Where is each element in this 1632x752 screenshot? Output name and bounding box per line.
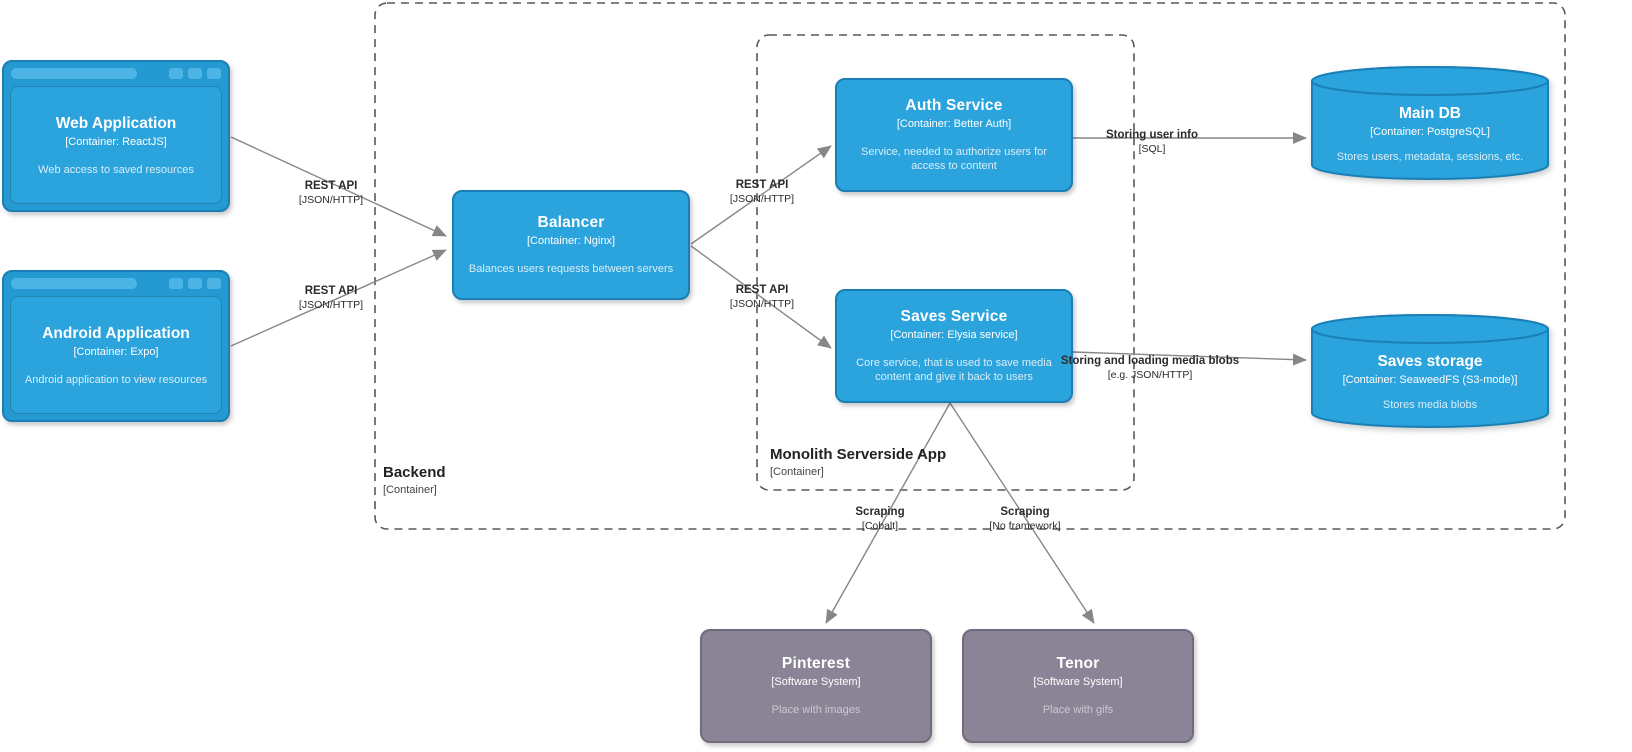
node-description: Stores users, metadata, sessions, etc.: [1336, 151, 1524, 163]
node-title: Main DB: [1399, 105, 1461, 122]
node-type: [Software System]: [771, 675, 861, 688]
edge-balancer-to-auth: [690, 145, 832, 245]
tenor-node[interactable]: Tenor [Software System] Place with gifs: [962, 629, 1194, 743]
node-title: Auth Service: [905, 96, 1003, 114]
node-description: Place with gifs: [1042, 703, 1114, 716]
node-title: Tenor: [1056, 654, 1100, 672]
browser-button-icon: [169, 277, 183, 289]
node-description: Android application to view resources: [24, 373, 208, 386]
address-bar-icon: [11, 277, 137, 289]
browser-button-icon: [169, 67, 183, 79]
browser-button-icon: [207, 67, 221, 79]
backend-boundary: [374, 2, 1566, 530]
edge-balancer-to-saves: [690, 245, 832, 349]
node-description: Balances users requests between servers: [468, 262, 674, 275]
node-type: [Container: Nginx]: [526, 234, 616, 247]
node-title: Balancer: [537, 213, 605, 231]
node-title: Saves Service: [900, 307, 1008, 325]
node-type: [Container: ReactJS]: [65, 135, 167, 148]
node-type: [Container: Elysia service]: [890, 328, 1018, 341]
browser-button-icon: [207, 277, 221, 289]
node-type: [Container: Expo]: [73, 345, 159, 358]
node-type: [Container: SeaweedFS (S3-mode)]: [1342, 374, 1518, 386]
browser-button-icon: [188, 277, 202, 289]
node-title: Pinterest: [781, 654, 851, 672]
web-application-node[interactable]: Web Application [Container: ReactJS] Web…: [2, 60, 230, 212]
edge-label-saves-storage: Storing and loading media blobs [e.g. JS…: [1060, 354, 1240, 381]
node-title: Saves storage: [1377, 353, 1483, 370]
database-cylinder-icon: [1311, 66, 1549, 180]
node-type: [Software System]: [1033, 675, 1123, 688]
node-description: Service, needed to authorize users for a…: [861, 145, 1047, 172]
edge-label-auth-maindb: Storing user info [SQL]: [1106, 128, 1198, 155]
edge-label-scraping-tenor: Scraping [No framework]: [989, 505, 1061, 532]
node-title: Android Application: [42, 324, 190, 342]
auth-service-node[interactable]: Auth Service [Container: Better Auth] Se…: [835, 78, 1073, 192]
node-description: Web access to saved resources: [38, 163, 194, 176]
node-description: Place with images: [771, 703, 861, 716]
edge-label-webapp-balancer: REST API [JSON/HTTP]: [298, 179, 364, 206]
node-type: [Container: PostgreSQL]: [1370, 126, 1490, 138]
edge-label-balancer-saves: REST API [JSON/HTTP]: [729, 283, 795, 310]
edge-label-android-balancer: REST API [JSON/HTTP]: [298, 284, 364, 311]
database-cylinder-icon: [1311, 314, 1549, 428]
edge-label-scraping-pinterest: Scraping [Cobalt]: [855, 505, 905, 532]
browser-button-icon: [188, 67, 202, 79]
backend-boundary-label: Backend [Container]: [383, 464, 446, 496]
edge-saves-to-pinterest: [825, 402, 951, 624]
saves-storage-node[interactable]: Saves storage [Container: SeaweedFS (S3-…: [1310, 312, 1550, 430]
node-description: Stores media blobs: [1382, 399, 1478, 411]
node-title: Web Application: [55, 114, 177, 132]
balancer-node[interactable]: Balancer [Container: Nginx] Balances use…: [452, 190, 690, 300]
edge-webapp-to-balancer: [230, 136, 447, 237]
edge-saves-to-tenor: [949, 402, 1095, 624]
saves-service-node[interactable]: Saves Service [Container: Elysia service…: [835, 289, 1073, 403]
android-application-node[interactable]: Android Application [Container: Expo] An…: [2, 270, 230, 422]
pinterest-node[interactable]: Pinterest [Software System] Place with i…: [700, 629, 932, 743]
edge-saves-to-storage: [1072, 351, 1307, 366]
node-type: [Container: Better Auth]: [896, 117, 1012, 130]
node-description: Core service, that is used to save media…: [856, 356, 1052, 383]
edge-label-balancer-auth: REST API [JSON/HTTP]: [729, 178, 795, 205]
browser-chrome: [4, 62, 228, 84]
monolith-boundary-label: Monolith Serverside App [Container]: [770, 446, 947, 478]
address-bar-icon: [11, 67, 137, 79]
edge-android-to-balancer: [230, 249, 447, 347]
monolith-boundary: [756, 34, 1135, 491]
main-db-node[interactable]: Main DB [Container: PostgreSQL] Stores u…: [1310, 64, 1550, 182]
browser-chrome: [4, 272, 228, 294]
